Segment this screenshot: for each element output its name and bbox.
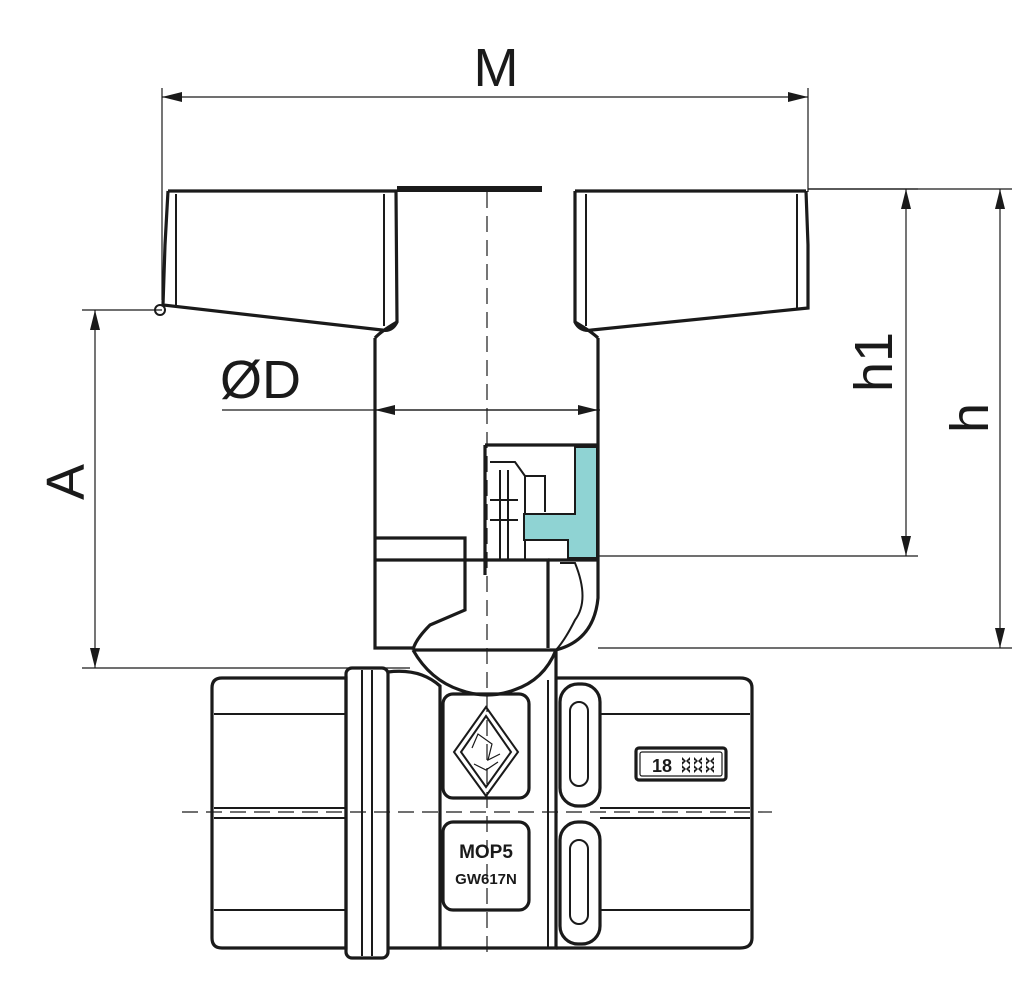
dimension-label-m: M: [474, 38, 519, 98]
center-lines: [182, 192, 772, 960]
dimension-h1: h1: [598, 188, 918, 557]
dimension-label-d: ØD: [220, 350, 301, 410]
pressure-marking: MOP5: [459, 842, 513, 863]
position-indicator: [523, 446, 598, 559]
valve-body: MOP5 GW617N 18: [210, 648, 754, 960]
dimension-d: ØD: [220, 350, 600, 415]
dimension-label-h1: h1: [844, 332, 904, 392]
dimension-h: h: [598, 188, 1012, 649]
dimension-label-h: h: [940, 403, 1000, 433]
dimension-label-a: A: [36, 464, 96, 500]
dimension-m: M: [161, 38, 809, 300]
stem-body: [373, 320, 600, 652]
standard-marking: GW617N: [455, 871, 517, 888]
size-marking: 18: [652, 756, 672, 776]
marking-cross-pattern: [682, 757, 714, 773]
t-handle: [154, 186, 810, 332]
